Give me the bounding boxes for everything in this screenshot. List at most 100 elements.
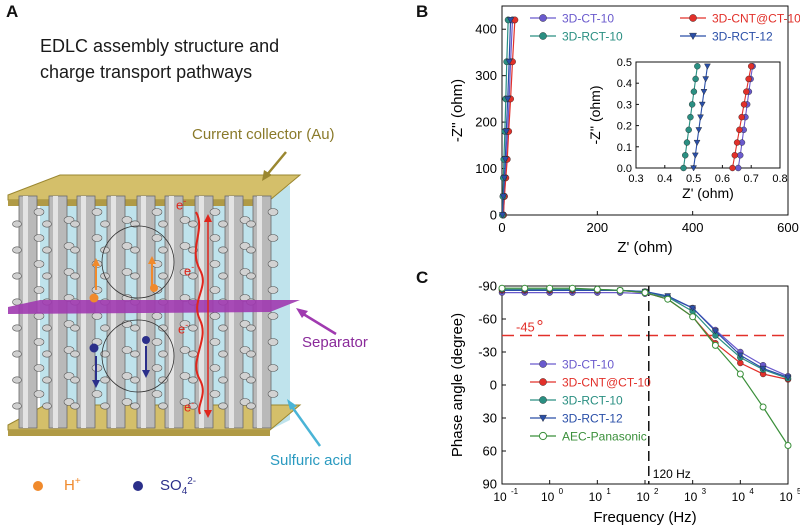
- tube-branch: [121, 372, 133, 380]
- data-point: [593, 285, 601, 293]
- data-point: [507, 17, 515, 24]
- inset-data-point: [738, 113, 745, 121]
- x-tick-exponent: 3: [702, 487, 707, 496]
- data-point: [712, 328, 719, 335]
- inset-data-point: [733, 139, 741, 146]
- tube-branch: [218, 376, 228, 384]
- inset-y-tick-label: 0.3: [617, 99, 632, 111]
- data-point: [502, 128, 510, 136]
- tube-branch: [179, 346, 191, 354]
- tube-branch: [267, 312, 279, 320]
- tube-branch: [70, 324, 80, 332]
- y-tick-label: 200: [475, 115, 497, 130]
- legend-marker: [539, 14, 547, 22]
- tube-branch: [246, 402, 256, 410]
- tube-branch: [179, 372, 191, 380]
- tube-branch: [130, 376, 140, 384]
- data-point: [498, 212, 507, 219]
- y-tick-label: 300: [475, 68, 497, 83]
- tube-branch: [151, 208, 163, 216]
- panel-a-letter: A: [6, 2, 19, 21]
- tube-branch: [267, 390, 279, 398]
- y-tick-label: 90: [483, 477, 497, 492]
- inset-y-tick-label: 0.2: [617, 121, 632, 133]
- inset-frame: [635, 61, 781, 169]
- tube-branch: [151, 312, 163, 320]
- x-tick-exponent: -1: [511, 487, 519, 496]
- x-tick-label: 400: [682, 220, 704, 235]
- tube-branch: [151, 338, 163, 346]
- inset-data-point: [695, 127, 703, 134]
- inset-x-axis-label: Z' (ohm): [682, 185, 734, 201]
- tube-branch: [267, 260, 279, 268]
- inset-data-point: [694, 63, 701, 70]
- inset-x-tick-label: 0.8: [772, 173, 787, 185]
- tube-branch: [70, 376, 80, 384]
- tube-branch: [70, 402, 80, 410]
- tube-branch: [70, 272, 80, 280]
- electron-label-3: e-: [178, 320, 189, 337]
- tube-branch: [121, 242, 133, 250]
- inset-data-point: [687, 113, 694, 121]
- tube-branch: [209, 338, 221, 346]
- inset-data-point: [736, 126, 743, 134]
- tube-branch: [130, 246, 140, 254]
- separator-membrane: [8, 300, 300, 314]
- tube-branch: [179, 268, 191, 276]
- tube-branch: [12, 272, 22, 280]
- x-tick-label: 10: [541, 490, 555, 504]
- x-tick-label: 200: [586, 220, 608, 235]
- legend-marker: [539, 414, 547, 423]
- inset-y-tick-label: 0.5: [617, 57, 632, 69]
- data-point: [759, 365, 767, 372]
- inset-data-point: [697, 114, 704, 121]
- electron-label-2: e-: [184, 262, 195, 279]
- x-axis-label: Z' (ohm): [617, 239, 672, 256]
- tube-branch: [158, 324, 168, 332]
- tube-branch: [70, 350, 80, 358]
- tube-branch: [209, 208, 221, 216]
- legend-label: AEC-Panasonic: [562, 430, 647, 444]
- legend-label: 3D-RCT-10: [562, 394, 623, 408]
- tube-branch: [100, 350, 110, 358]
- tube-branch: [158, 272, 168, 280]
- x-tick-label: 10: [493, 490, 507, 504]
- tube-branch: [12, 402, 22, 410]
- tube-branch: [218, 220, 228, 228]
- inset-x-tick-label: 0.5: [686, 173, 701, 185]
- tube-branch: [188, 350, 198, 358]
- tube-branch: [130, 324, 140, 332]
- plot-frame: [501, 5, 789, 216]
- panel-a-title-line2: charge transport pathways: [40, 62, 253, 82]
- data-point: [784, 374, 792, 381]
- data-point: [736, 352, 744, 359]
- y-tick-label: 0: [490, 208, 497, 223]
- y-tick-label: -90: [478, 279, 497, 294]
- inset-data-point: [688, 101, 696, 108]
- tube-branch: [121, 216, 133, 224]
- so4-ion-legend-label: SO42-: [160, 476, 197, 497]
- tube-branch: [209, 260, 221, 268]
- y-tick-label: 0: [490, 378, 497, 393]
- tube-branch: [70, 246, 80, 254]
- data-point: [689, 313, 697, 321]
- inset-data-point: [737, 152, 744, 159]
- degree-symbol: [537, 320, 543, 325]
- inset-x-tick-label: 0.4: [657, 173, 672, 185]
- tube-branch: [130, 402, 140, 410]
- tube-branch: [33, 390, 45, 398]
- zoom-circle-lower: [101, 319, 175, 393]
- inset-data-point: [692, 75, 699, 83]
- tube-branch: [218, 272, 228, 280]
- tube-branch: [179, 216, 191, 224]
- inset-x-tick-label: 0.7: [744, 173, 759, 185]
- legend-label: 3D-CNT@CT-10: [712, 12, 800, 26]
- tube-branch: [91, 390, 103, 398]
- inset-data-point: [683, 139, 691, 146]
- data-point: [737, 359, 744, 367]
- zoom-circle-upper: [101, 225, 175, 299]
- tube-branch: [12, 246, 22, 254]
- legend-marker: [539, 396, 547, 404]
- tube-branch: [12, 298, 22, 306]
